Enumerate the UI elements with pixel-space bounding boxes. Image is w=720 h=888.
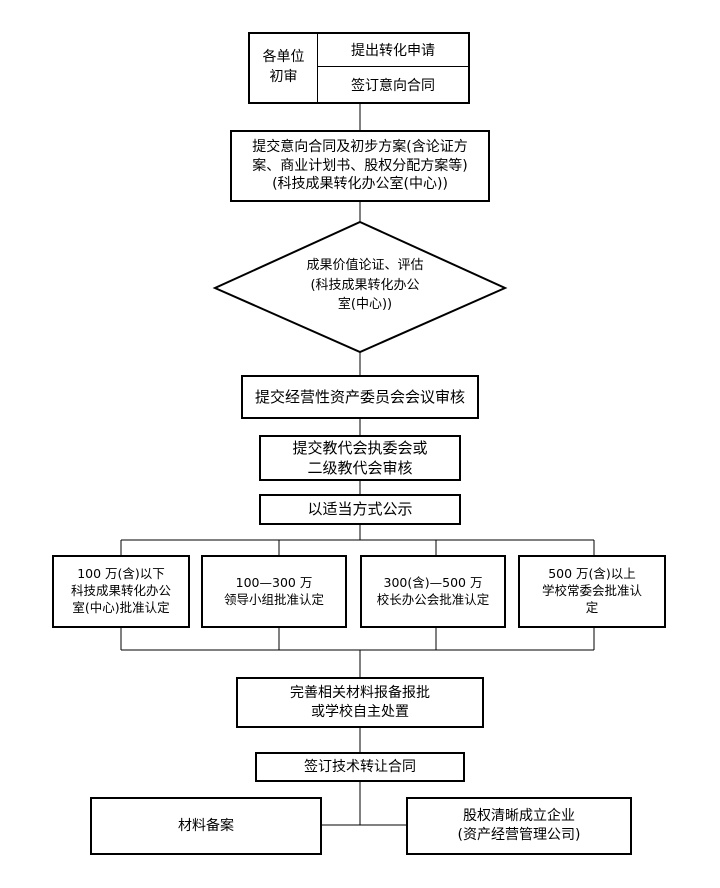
evaluation-text: 成果价值论证、评估 (科技成果转化办公 室(中心)) bbox=[270, 256, 460, 315]
sign-transfer-label: 签订技术转让合同 bbox=[304, 758, 416, 775]
report-materials-line1: 完善相关材料报备报批 bbox=[290, 684, 430, 701]
asset-committee-label: 提交经营性资产委员会会议审核 bbox=[254, 387, 465, 406]
unit-review-label-line1: 各单位 bbox=[262, 49, 305, 66]
tier-4-line1: 500 万(含)以上 bbox=[548, 566, 636, 582]
evaluation-line3: 室(中心)) bbox=[337, 297, 393, 312]
evaluation-diamond bbox=[212, 220, 508, 354]
evaluation-line1: 成果价值论证、评估 bbox=[306, 258, 424, 273]
submit-plan-line3: (科技成果转化办公室(中心)) bbox=[272, 176, 448, 193]
approval-tier-3: 300(含)—500 万 校长办公会批准认定 bbox=[360, 555, 506, 628]
submit-plan-line2: 案、商业计划书、股权分配方案等) bbox=[252, 157, 468, 174]
sign-intent-contract-label: 签订意向合同 bbox=[351, 77, 435, 94]
submit-application-cell: 提出转化申请 bbox=[318, 34, 468, 67]
tier-4-line2: 学校常委会批准认 bbox=[541, 583, 642, 599]
publicity-label: 以适当方式公示 bbox=[307, 500, 413, 519]
tier-2-line2: 领导小组批准认定 bbox=[223, 591, 324, 607]
submit-plan-box: 提交意向合同及初步方案(含论证方 案、商业计划书、股权分配方案等) (科技成果转… bbox=[230, 130, 490, 202]
establish-company-box: 股权清晰成立企业 (资产经营管理公司) bbox=[406, 797, 632, 855]
tier-1-line2: 科技成果转化办公 bbox=[70, 583, 171, 599]
approval-tier-4: 500 万(含)以上 学校常委会批准认 定 bbox=[518, 555, 666, 628]
unit-review-box bbox=[248, 32, 470, 104]
unit-review-label-line2: 初审 bbox=[269, 69, 298, 85]
asset-committee-box: 提交经营性资产委员会会议审核 bbox=[241, 375, 479, 419]
establish-company-line1: 股权清晰成立企业 bbox=[463, 808, 575, 825]
submit-plan-line1: 提交意向合同及初步方案(含论证方 bbox=[252, 138, 468, 155]
tier-2-line1: 100—300 万 bbox=[235, 574, 313, 590]
submit-application-label: 提出转化申请 bbox=[351, 43, 435, 59]
congress-review-line2: 二级教代会审核 bbox=[307, 459, 413, 477]
tier-3-line1: 300(含)—500 万 bbox=[383, 574, 483, 590]
sign-transfer-box: 签订技术转让合同 bbox=[255, 752, 465, 782]
approval-tier-1: 100 万(含)以下 科技成果转化办公 室(中心)批准认定 bbox=[52, 555, 190, 628]
evaluation-line2: (科技成果转化办公 bbox=[310, 277, 420, 293]
approval-tier-2: 100—300 万 领导小组批准认定 bbox=[201, 555, 347, 628]
establish-company-line2: (资产经营管理公司) bbox=[457, 827, 581, 843]
congress-review-line1: 提交教代会执委会或 bbox=[292, 438, 428, 457]
file-materials-box: 材料备案 bbox=[90, 797, 322, 855]
sign-intent-contract-cell: 签订意向合同 bbox=[318, 67, 468, 102]
report-materials-line2: 或学校自主处置 bbox=[311, 703, 409, 720]
tier-1-line3: 室(中心)批准认定 bbox=[72, 599, 170, 615]
publicity-box: 以适当方式公示 bbox=[259, 494, 461, 525]
unit-review-label: 各单位 初审 bbox=[250, 34, 318, 102]
report-materials-box: 完善相关材料报备报批 或学校自主处置 bbox=[236, 677, 484, 728]
congress-review-box: 提交教代会执委会或 二级教代会审核 bbox=[259, 435, 461, 481]
tier-1-line1: 100 万(含)以下 bbox=[77, 566, 165, 582]
tier-3-line2: 校长办公会批准认定 bbox=[376, 591, 490, 607]
tier-4-line3: 定 bbox=[585, 599, 599, 615]
file-materials-label: 材料备案 bbox=[178, 817, 234, 834]
